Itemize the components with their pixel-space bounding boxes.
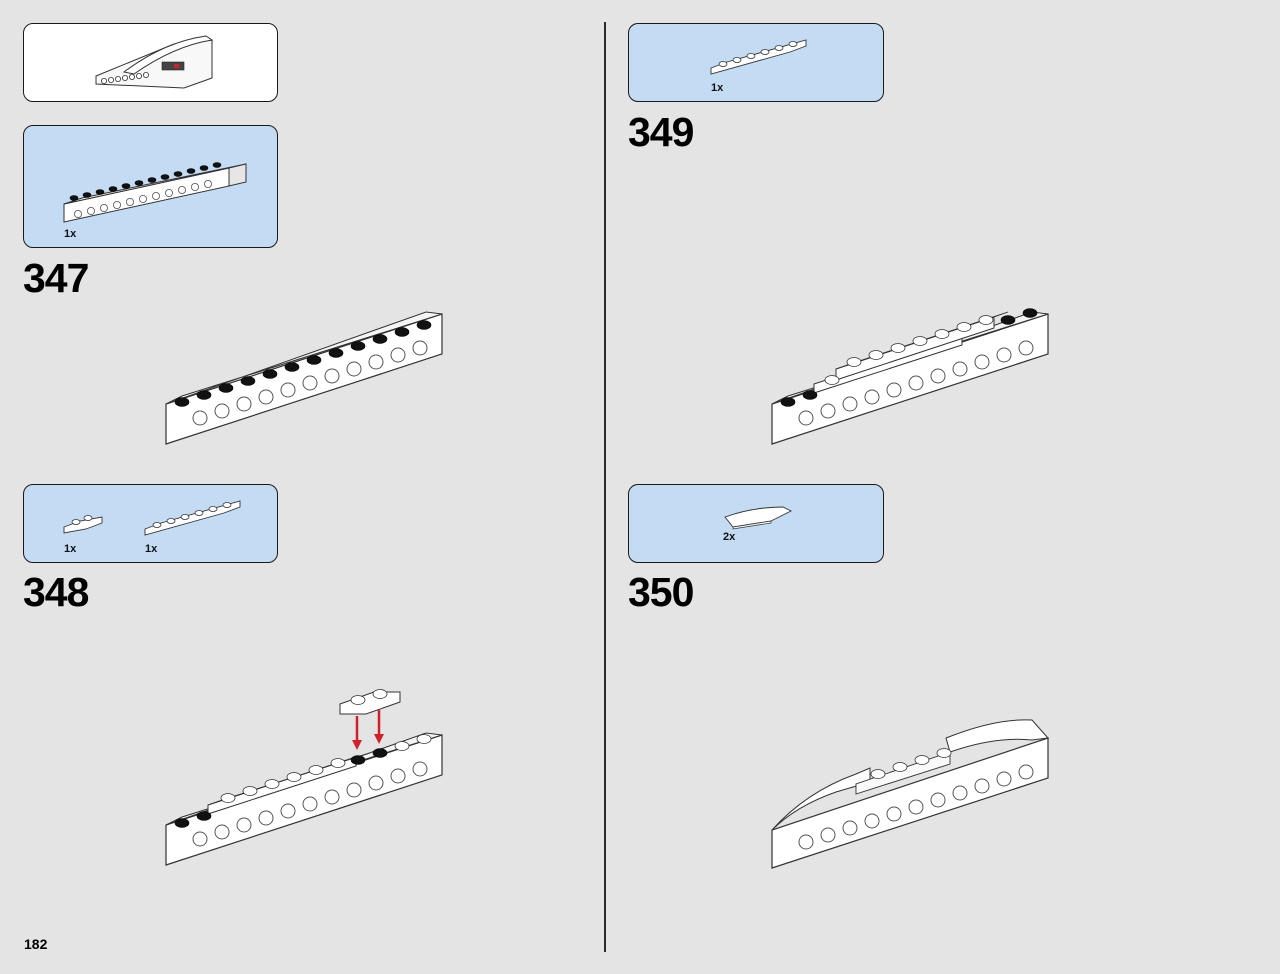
step-number-348: 348 — [23, 569, 89, 615]
step-347-assembly-icon — [165, 311, 443, 445]
parts-callout-step-350: 2x — [628, 484, 884, 563]
placement-arrow-icon — [352, 710, 384, 750]
page-divider — [604, 22, 606, 952]
curved-slope-icon — [724, 506, 793, 530]
technic-brick-1x12-icon — [63, 162, 247, 223]
part-quantity: 1x — [145, 543, 158, 555]
plate-1x6-icon — [144, 500, 241, 536]
part-quantity: 2x — [723, 531, 736, 543]
part-quantity: 1x — [711, 82, 724, 94]
plate-1x6-icon — [710, 39, 807, 75]
part-quantity: 1x — [64, 228, 77, 240]
parts-callout-step-348: 1x 1x — [23, 484, 278, 563]
step-number-350: 350 — [628, 569, 694, 615]
parts-callout-step-349: 1x — [628, 23, 884, 102]
subassembly-callout — [23, 23, 278, 102]
plate-1x2-icon — [63, 515, 103, 534]
page-number: 182 — [24, 936, 48, 952]
step-349-assembly-icon — [771, 308, 1049, 445]
part-quantity: 1x — [64, 543, 77, 555]
parts-list-icons — [63, 500, 241, 536]
step-348-assembly-icon — [165, 689, 443, 866]
subassembly-preview-icon — [95, 35, 214, 89]
plate-1x2-icon — [339, 689, 401, 715]
step-number-347: 347 — [23, 255, 89, 301]
step-number-349: 349 — [628, 109, 694, 155]
step-350-assembly-icon — [771, 719, 1050, 869]
parts-callout-step-347: 1x — [23, 125, 278, 248]
